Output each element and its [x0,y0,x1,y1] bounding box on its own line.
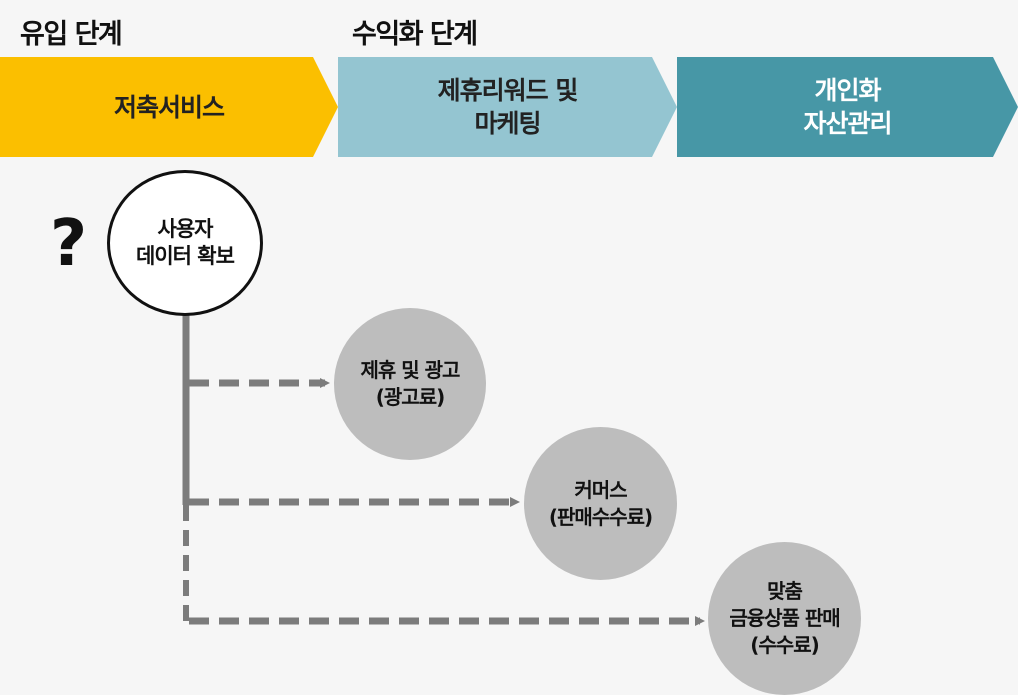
node-label-line: 금융상품 판매 [729,606,840,630]
chevron-partner-rewards: 제휴리워드 및 마케팅 [338,57,677,157]
chevron-personal-asset-mgmt: 개인화 자산관리 [677,57,1018,157]
chevron-savings-service: 저축서비스 [0,57,338,157]
node-label-line: (판매수수료) [548,504,653,529]
chevron-label-line: 저축서비스 [113,92,224,122]
chevron-label-line: 마케팅 [474,109,541,138]
chevron-label-line: 제휴리워드 및 [437,76,578,105]
node-label-line: 커머스 [574,477,627,502]
finance-product-node: 맞춤 금융상품 판매 (수수료) [708,542,861,695]
commerce-revenue-node: 커머스 (판매수수료) [524,427,677,580]
node-label-line: 제휴 및 광고 [360,358,461,382]
node-label-line: (수수료) [750,633,819,657]
chevron-label-line: 개인화 [814,76,881,105]
monetize-stage-label: 수익화 단계 [352,19,478,50]
node-label-line: 사용자 [157,217,214,241]
user-data-node: 사용자 데이터 확보 [107,170,263,316]
question-mark-icon: ? [50,207,88,281]
node-label-line: (광고료) [375,385,445,409]
node-label-line: 맞춤 [767,579,803,603]
intro-stage-label: 유입 단계 [20,19,123,50]
node-label-line: 데이터 확보 [136,244,235,268]
chevron-label-line: 자산관리 [803,109,892,138]
ads-revenue-node: 제휴 및 광고 (광고료) [334,308,486,460]
